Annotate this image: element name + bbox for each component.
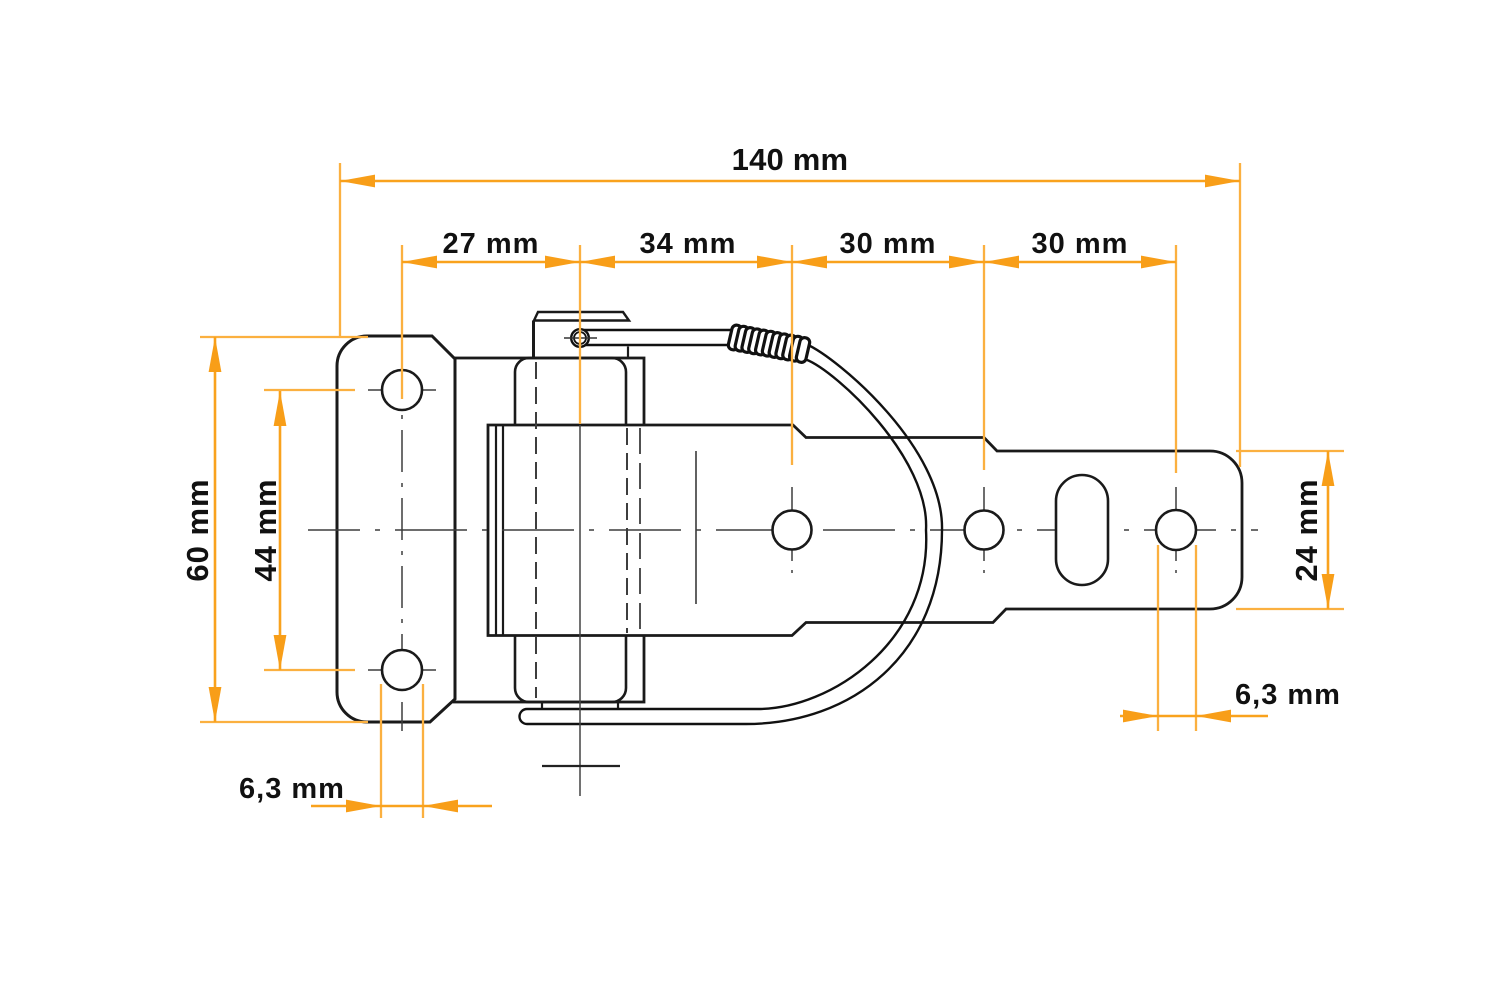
- svg-text:6,3 mm: 6,3 mm: [1235, 679, 1341, 711]
- svg-text:30 mm: 30 mm: [840, 228, 937, 260]
- svg-text:27 mm: 27 mm: [443, 228, 540, 260]
- svg-text:60 mm: 60 mm: [180, 478, 215, 581]
- svg-text:30 mm: 30 mm: [1032, 228, 1129, 260]
- svg-text:34 mm: 34 mm: [640, 228, 737, 260]
- svg-text:6,3 mm: 6,3 mm: [239, 773, 345, 805]
- svg-text:24 mm: 24 mm: [1289, 478, 1324, 581]
- svg-text:140 mm: 140 mm: [732, 142, 849, 177]
- svg-text:44 mm: 44 mm: [248, 478, 283, 581]
